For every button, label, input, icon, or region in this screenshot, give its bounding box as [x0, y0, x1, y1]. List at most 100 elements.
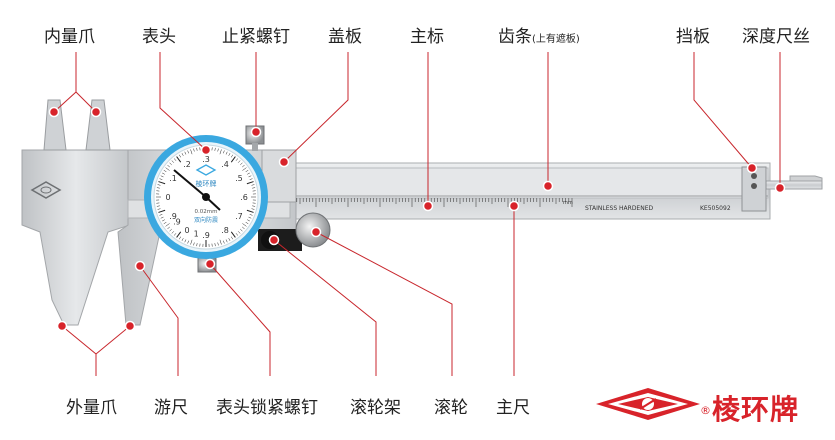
dial-tick [242, 167, 247, 171]
beam-stainless-text: STAINLESS HARDENED [585, 205, 654, 212]
dial-tick [252, 187, 256, 189]
dial-tick [196, 147, 198, 151]
dial-number: .7 [235, 212, 243, 221]
dial-tick [219, 149, 222, 155]
label-dial-lock-screw: 表头锁紧螺钉 [216, 398, 318, 418]
brand-name: 棱环牌 [712, 388, 799, 428]
dial-tick [187, 240, 189, 244]
dial-tick [242, 223, 247, 227]
dial-tick [173, 158, 177, 161]
dial-tick [162, 219, 165, 222]
dial-tick [248, 216, 252, 219]
dial-tick [235, 158, 239, 161]
dial-tick [171, 160, 175, 163]
dial-tick [193, 242, 195, 246]
dial-tick [240, 228, 243, 232]
label-rack-note: (上有遮板) [532, 34, 580, 45]
dial-tick [223, 150, 225, 154]
dial-tick [228, 153, 231, 156]
label-stopper: 挡板 [676, 27, 710, 47]
dial-tick [162, 172, 165, 175]
label-rack: 齿条(上有遮板) [498, 27, 580, 50]
brand-name-text: 棱环牌 [712, 393, 800, 426]
rack-cover [291, 167, 769, 199]
dial-number: .6 [240, 193, 248, 202]
depth-rod-shape [761, 180, 823, 190]
dial-precision: 0.02mm [195, 209, 218, 215]
dial-number: 1 [194, 230, 199, 239]
dial-number: .9 [169, 212, 177, 221]
dial-tick [245, 221, 249, 225]
dial-tick [240, 162, 243, 166]
dial-tick [237, 231, 241, 234]
label-dial: 表头 [142, 27, 176, 47]
dial-number: 0 [165, 193, 170, 202]
dial-tick [193, 148, 195, 152]
dial-tick [247, 172, 250, 175]
dial-tick [249, 178, 253, 180]
dial-tick [173, 233, 177, 236]
dial-number: .2 [183, 160, 191, 169]
dial-tick [190, 239, 193, 245]
dial-tick [230, 236, 234, 240]
dial-tick [181, 153, 184, 156]
dial-tick [169, 162, 172, 166]
dial-tick [230, 231, 236, 238]
brand-logo-icon [596, 388, 700, 420]
dial-number: .3 [202, 155, 210, 164]
dial-tick [184, 239, 187, 243]
dial-tick [159, 178, 163, 180]
dial-tick [237, 160, 241, 163]
dial-tick [247, 219, 250, 222]
dial-tick [251, 184, 255, 186]
dial-tick [159, 214, 163, 216]
dial-number: .9 [173, 217, 181, 226]
dial-tick [165, 223, 170, 227]
label-cover-plate: 盖板 [328, 27, 362, 47]
dial-number: 0 [184, 226, 189, 235]
dial-tick [190, 149, 193, 155]
dial-tick [249, 214, 253, 216]
beam-serial-text: KE505092 [700, 205, 731, 212]
fixed-jaw [21, 149, 131, 326]
dial-tick [158, 181, 166, 185]
dial-tick [242, 226, 245, 230]
brand-registered-mark: ® [700, 404, 711, 417]
dial-tick [156, 205, 160, 207]
dial-tick [167, 226, 170, 230]
dial-tick [217, 242, 219, 246]
dial-tick [169, 228, 172, 232]
dial-tick [245, 169, 249, 173]
dial-tick [225, 151, 228, 155]
dial-tick [157, 208, 161, 210]
dial-tick [171, 231, 175, 234]
dial-number: .8 [221, 226, 229, 235]
dial-tick [176, 156, 182, 163]
dial-tick [214, 243, 216, 247]
dial-number: .5 [235, 174, 243, 183]
dial-tick [163, 221, 167, 225]
label-roller: 滚轮 [434, 398, 468, 418]
label-inner-jaws: 内量爪 [44, 27, 95, 47]
beam-units-text: mm [563, 200, 573, 206]
dial-tick [235, 233, 239, 236]
callout-dots [48, 106, 786, 332]
dial-tick [246, 209, 254, 213]
dial-tick [219, 239, 222, 245]
dial-tick [176, 231, 182, 238]
dial-tick [156, 187, 160, 189]
dial-tick [165, 167, 170, 171]
dial-tick [242, 164, 245, 168]
dial-tick [163, 169, 167, 173]
dial-tick [223, 240, 225, 244]
dial-number: .1 [169, 174, 177, 183]
dial-tick [184, 151, 187, 155]
label-stop-screw: 止紧螺钉 [222, 27, 290, 47]
dial-tick [181, 238, 184, 241]
label-main-beam: 主尺 [496, 398, 530, 418]
label-depth-rod: 深度尺丝 [742, 27, 810, 47]
dial-tick [251, 208, 255, 210]
dial-tick [158, 209, 166, 213]
dial-tick [178, 154, 182, 158]
